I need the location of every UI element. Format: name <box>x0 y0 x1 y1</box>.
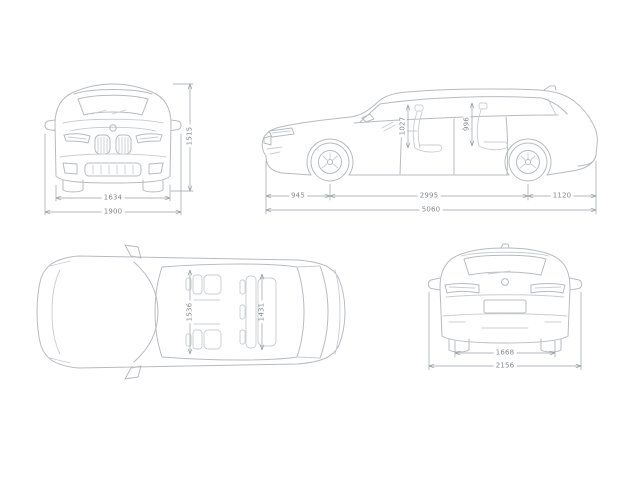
dim-rear-track: 1668 <box>493 348 517 357</box>
top-mirror-right <box>124 365 142 380</box>
left-headlight <box>63 133 91 144</box>
kidney-grille-right <box>115 134 132 155</box>
top-dimension-lines <box>187 269 265 355</box>
rear-wheel <box>508 142 548 182</box>
dim-headroom-rear: 996 <box>462 115 471 133</box>
left-taillight <box>444 283 480 294</box>
front-car-outline <box>44 83 182 193</box>
side-dimension-lines <box>265 102 597 215</box>
dim-width-incl-mirrors: 2156 <box>493 361 517 370</box>
right-headlight <box>135 133 163 144</box>
bmw-roundel-icon <box>109 124 117 132</box>
dim-overall-length: 5060 <box>419 205 443 214</box>
top-interior-seats <box>185 274 277 350</box>
side-car-outline <box>261 85 598 182</box>
rear-antenna-fin <box>500 243 510 249</box>
dim-headroom-front: 1027 <box>398 114 407 138</box>
front-wheel <box>310 142 350 182</box>
lower-intake <box>84 162 142 177</box>
rear-left-mirror <box>427 277 441 291</box>
front-left-wheel <box>62 179 84 193</box>
dim-front-overall-width: 1900 <box>101 207 125 216</box>
dim-front-track: 1634 <box>101 193 125 202</box>
top-view-drawing <box>36 244 346 380</box>
side-interior-seats <box>381 102 508 153</box>
rear-view: 1668 2156 <box>420 240 595 390</box>
rear-right-mirror <box>569 277 583 291</box>
front-right-wheel <box>142 179 164 193</box>
side-view-drawing <box>261 85 598 215</box>
front-view: 1634 1900 1515 <box>40 78 200 223</box>
rear-car-outline <box>427 243 583 353</box>
side-headlight <box>268 127 295 138</box>
right-taillight <box>530 283 566 294</box>
antenna-fin <box>543 85 557 91</box>
right-mirror <box>170 119 182 131</box>
dim-rear-overhang: 1120 <box>550 191 574 200</box>
dim-wheelbase: 2995 <box>417 191 441 200</box>
dim-front-overhang: 945 <box>289 191 307 200</box>
left-mirror <box>44 119 56 131</box>
dim-interior-width-rear: 1431 <box>257 300 266 324</box>
top-car-outline <box>36 244 346 380</box>
top-view: 1536 1431 <box>30 240 365 390</box>
dim-front-height: 1515 <box>185 124 194 148</box>
side-mirror <box>361 113 375 123</box>
rear-bmw-roundel-icon <box>501 278 509 286</box>
rear-dimension-lines <box>428 291 582 371</box>
kidney-grille-left <box>94 134 111 155</box>
dim-interior-width-front: 1536 <box>185 300 194 324</box>
license-plate <box>483 299 527 314</box>
top-mirror-left <box>124 244 142 259</box>
side-view: 1027 996 945 2995 1120 5060 <box>256 76 616 226</box>
